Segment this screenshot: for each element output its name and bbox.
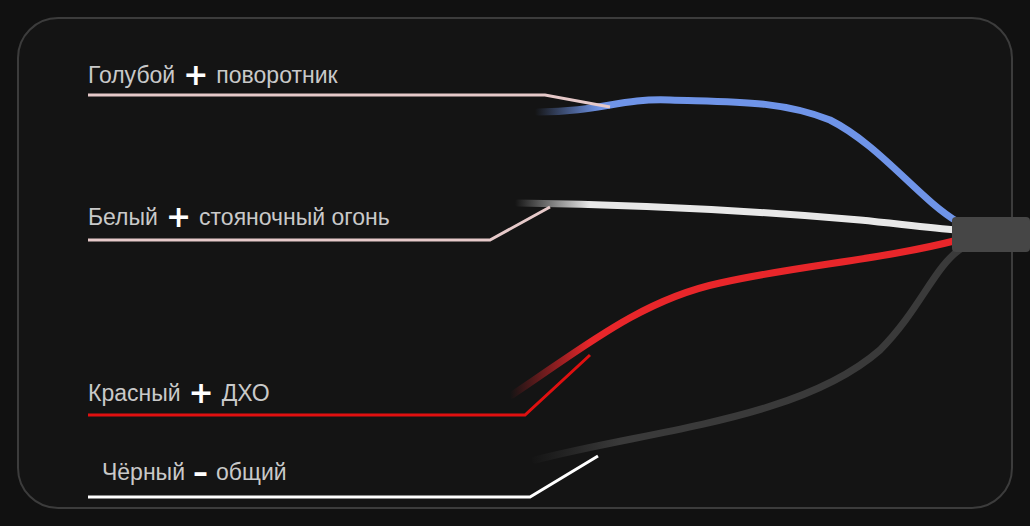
blue-wire [538,100,958,222]
leader-line [88,355,590,415]
polarity-sign: + [166,202,191,232]
label-text: Голубой [88,62,175,89]
polarity-sign: + [183,60,208,90]
panel-frame [18,18,1012,508]
wire-label: Красный + ДХО [88,378,270,408]
label-text: общий [216,459,287,486]
polarity-sign: + [189,378,214,408]
label-text: стояночный огонь [199,204,390,231]
red-wire [512,240,958,395]
label-text: ДХО [222,380,270,407]
leader-line [88,456,598,497]
polarity-sign: – [193,457,208,487]
leader-line [88,95,610,107]
label-text: Белый [88,204,158,231]
label-text: поворотник [216,62,337,89]
cable-sheath [952,217,1030,252]
white-wire [518,203,958,230]
label-text: Красный [88,380,181,407]
wire-label: Чёрный–общий [102,457,287,487]
wire-label: Белый + стояночный огонь [88,202,390,232]
label-text: Чёрный [102,459,185,486]
wire-label: Голубой + поворотник [88,60,338,90]
